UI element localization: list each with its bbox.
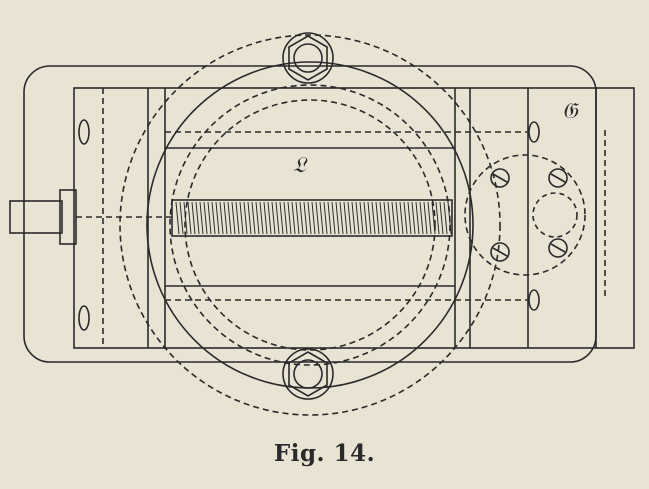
vise-frame (73, 87, 635, 349)
screw-shaft-end (9, 200, 63, 234)
slot-right-bottom (528, 289, 540, 311)
base-plate (23, 65, 597, 363)
label-jaw-body: 𝔏 (293, 153, 308, 178)
slot-left-top (78, 119, 90, 145)
swivel-inner-circle-2 (184, 99, 436, 351)
slide-screws (464, 154, 586, 276)
slot-left-bottom (78, 305, 90, 331)
label-slide: 𝔊 (562, 99, 580, 124)
screw-threads (175, 201, 452, 235)
slot-right-top (528, 121, 540, 143)
bottom-bolt (282, 348, 334, 400)
top-bolt (282, 32, 334, 84)
lead-screw (171, 199, 453, 237)
figure-caption: Fig. 14. (273, 440, 376, 467)
swivel-outer-dashed (119, 34, 501, 416)
